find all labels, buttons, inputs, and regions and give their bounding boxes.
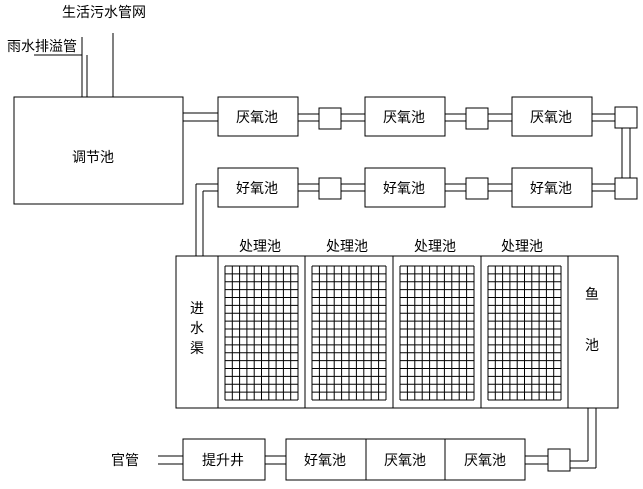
inlet-channel-char: 水	[190, 321, 204, 337]
treatment-grid	[311, 265, 387, 401]
fish-pond-char: 池	[585, 338, 599, 354]
treatment-grid	[224, 265, 299, 401]
anaerobic-label: 厌氧池	[383, 110, 425, 126]
aerobic-tank-row2-3	[511, 167, 593, 208]
anaerobic-label: 厌氧池	[384, 453, 426, 469]
aerobic-label: 好氧池	[236, 181, 278, 197]
treatment-label: 处理池	[414, 239, 456, 255]
valve-box	[614, 177, 638, 200]
fish-pond-char: 鱼	[585, 286, 599, 303]
sewage-network-label: 生活污水管网	[62, 5, 146, 21]
valve-box	[318, 177, 342, 200]
valve-box	[465, 107, 489, 130]
treatment-grid	[399, 265, 475, 401]
valve-box	[614, 106, 638, 129]
anaerobic-label: 厌氧池	[464, 453, 506, 469]
treatment-label: 处理池	[501, 239, 543, 255]
anaerobic-tank-row1-2	[364, 96, 446, 137]
inlet-channel-char: 渠	[190, 341, 204, 357]
aerobic-tank-row2-2	[364, 167, 446, 208]
valve-box	[318, 107, 342, 130]
aerobic-label: 好氧池	[304, 453, 346, 469]
anaerobic-tank-row1-1	[217, 96, 299, 137]
aerobic-label: 好氧池	[530, 181, 572, 197]
lift-well-label: 提升井	[202, 453, 244, 469]
aerobic-label: 好氧池	[383, 181, 425, 197]
aerobic-tank-row2-1	[217, 167, 299, 208]
treatment-label: 处理池	[239, 239, 281, 255]
bottom-tank-group	[285, 438, 526, 481]
inlet-channel-char: 进	[190, 301, 204, 317]
outlet-pipe-label: 官管	[111, 453, 139, 469]
lift-well	[182, 438, 266, 481]
rain-overflow-label: 雨水排溢管	[7, 39, 77, 55]
valve-box	[547, 448, 571, 472]
anaerobic-label: 厌氧池	[530, 110, 572, 126]
regulating-tank-label: 调节池	[72, 150, 114, 166]
treatment-label: 处理池	[326, 239, 368, 255]
anaerobic-tank-row1-3	[511, 96, 593, 137]
regulating-tank	[13, 96, 184, 205]
valve-box	[465, 177, 489, 200]
anaerobic-label: 厌氧池	[236, 110, 278, 126]
treatment-section	[175, 255, 619, 409]
treatment-grid	[487, 265, 562, 401]
